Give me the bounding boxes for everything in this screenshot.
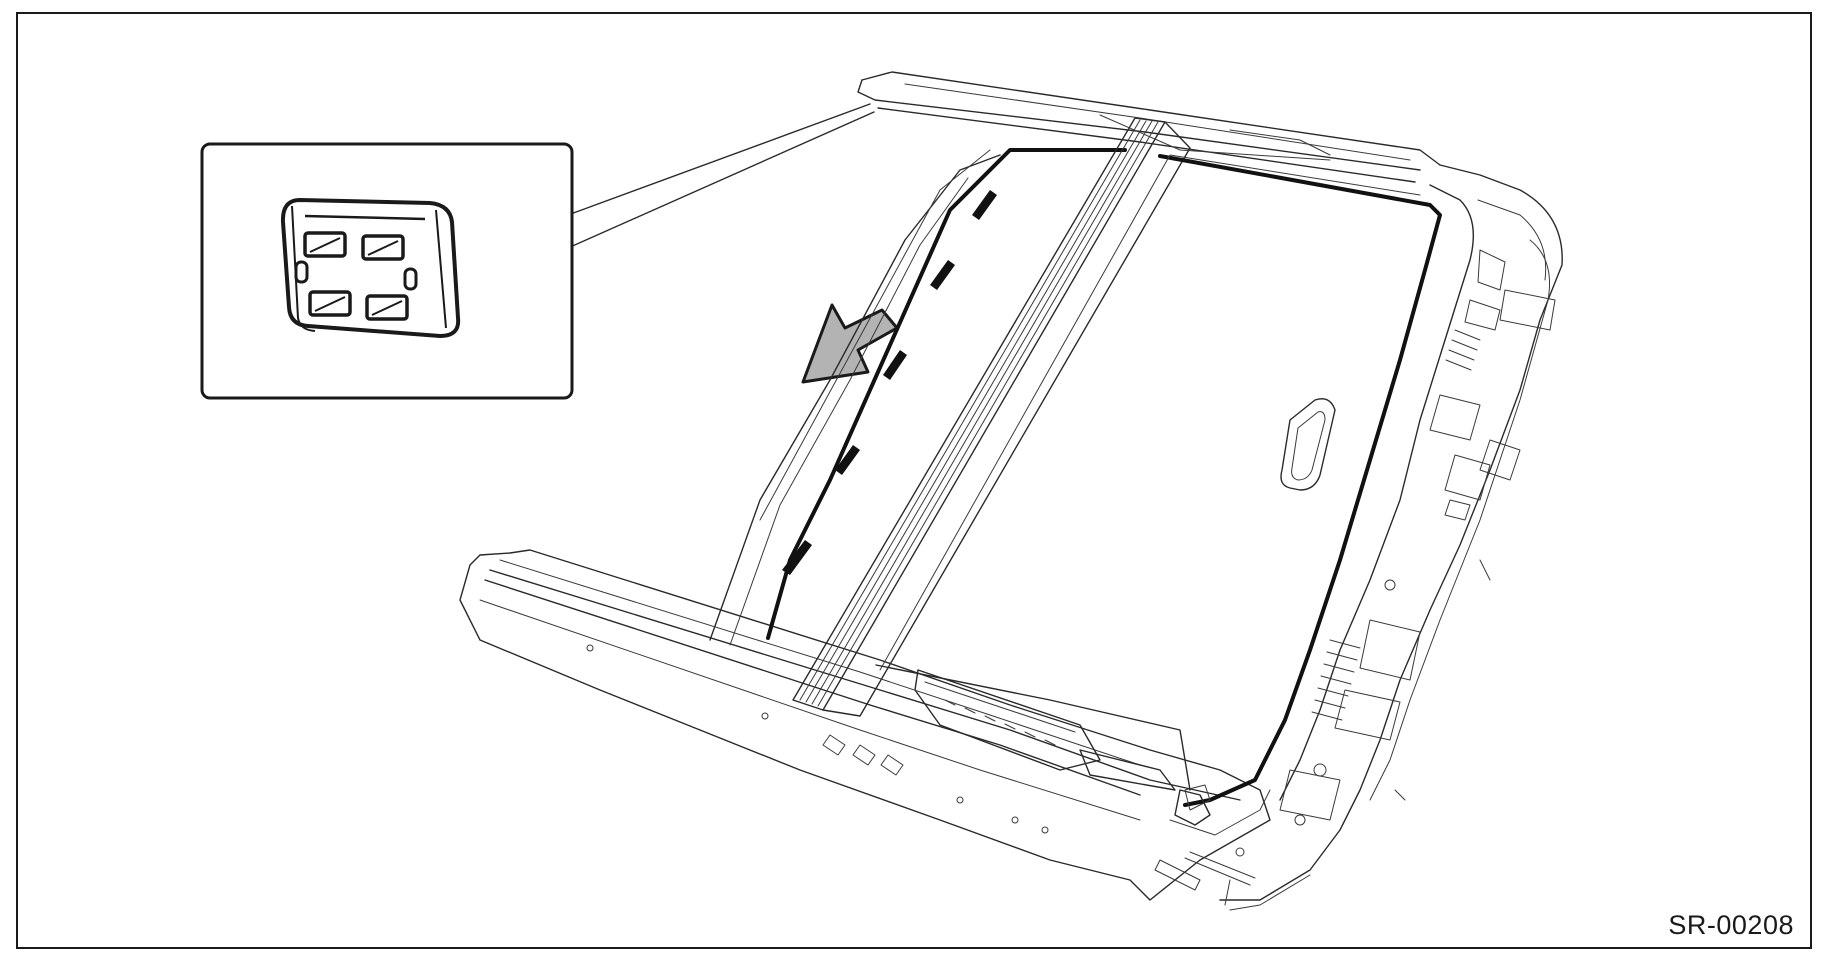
sunroof-frame bbox=[459, 71, 1563, 911]
connector-callout bbox=[200, 103, 875, 400]
leader-line-upper bbox=[567, 103, 871, 216]
leader-line-lower bbox=[567, 111, 875, 249]
figure-code-label: SR-00208 bbox=[1668, 910, 1794, 940]
connector-icon bbox=[280, 197, 461, 339]
